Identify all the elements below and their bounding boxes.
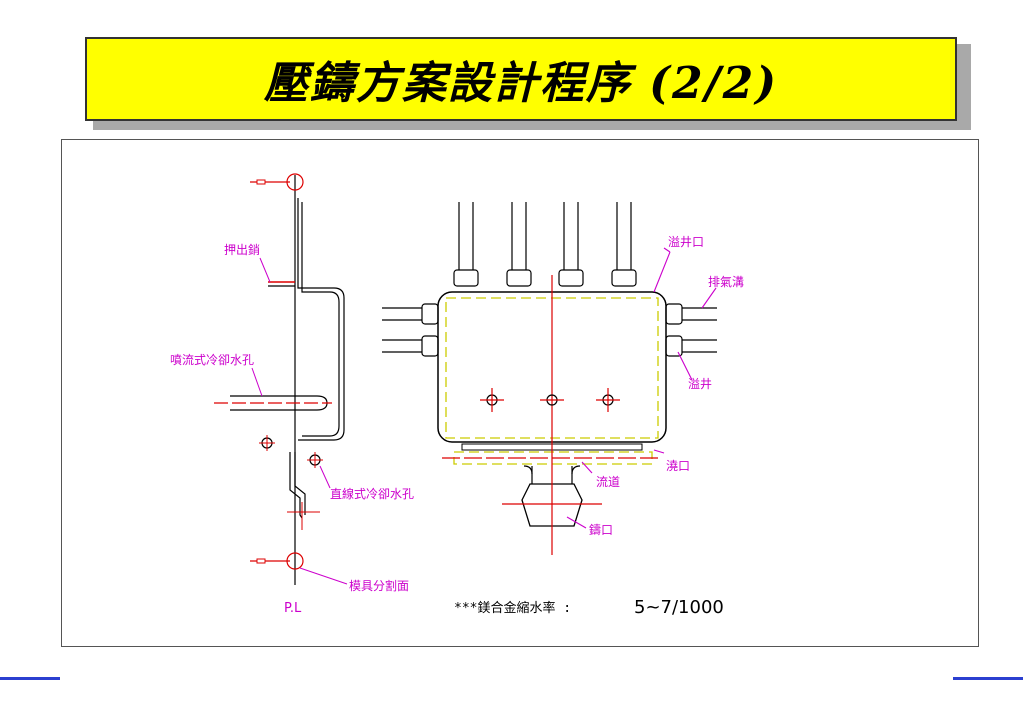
title-banner: 壓鑄方案設計程序 (2/2) [85,37,957,121]
shrinkage-value: 5~7/1000 [634,597,724,618]
label-straight-cooling-hole: 直線式冷卻水孔 [330,486,414,501]
center-mark-bottom [286,552,304,570]
label-overflow-entrance: 溢井口 [668,235,704,249]
runner-channel [531,466,573,484]
footer-rule-right [953,677,1023,680]
sprue-shape [521,483,583,527]
label-vent: 排氣溝 [708,275,744,289]
label-pl: P.L [284,601,302,616]
die-casting-diagram: 押出銷 噴流式冷卻水孔 直線式冷卻水孔 模具分割面 P.L 溢井口 排氣溝 溢井… [61,139,979,647]
footer-rule-left [0,677,60,680]
label-ejector-pin: 押出銷 [224,242,260,257]
shrinkage-note: ***鎂合金縮水率 : [454,600,571,616]
diagram-canvas: 押出銷 噴流式冷卻水孔 直線式冷卻水孔 模具分割面 P.L 溢井口 排氣溝 溢井… [170,173,744,618]
label-spray-cooling-hole: 噴流式冷卻水孔 [170,353,254,367]
label-sprue: 鑄口 [589,522,613,537]
page-title: 壓鑄方案設計程序 (2/2) [263,58,779,109]
center-mark-top [286,173,304,191]
side-section-view [214,173,348,585]
label-overflow-well: 溢井 [688,377,712,391]
plan-view [382,202,717,555]
label-parting-surface: 模具分割面 [349,578,409,593]
label-runner: 流道 [596,475,620,489]
label-gate: 澆口 [666,459,690,473]
